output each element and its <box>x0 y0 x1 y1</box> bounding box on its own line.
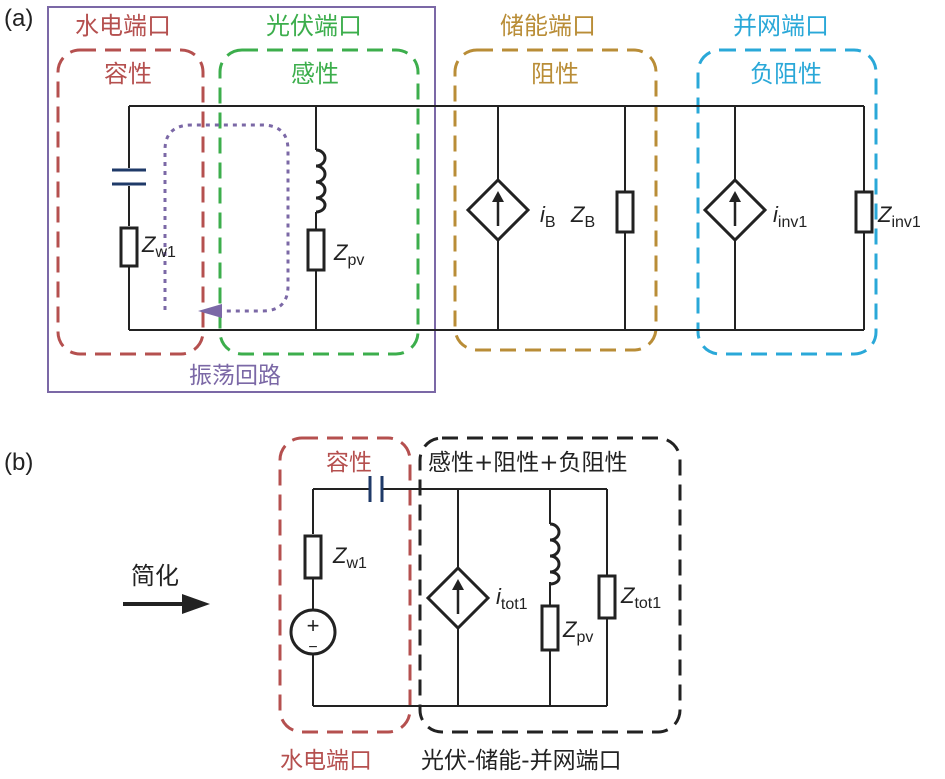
pv-inductor <box>315 148 327 214</box>
hydro-port-nature: 容性 <box>104 60 152 88</box>
panel-a-tag: (a) <box>4 5 33 32</box>
hydro-title-b: 水电端口 <box>280 748 372 774</box>
combined-title-label: 光伏-储能-并网端口 <box>421 748 622 774</box>
ib-label: iB <box>540 202 556 231</box>
oscillation-loop-arrowhead <box>198 304 222 318</box>
zinv1-label: Zinv1 <box>877 202 921 231</box>
grid-port-title: 并网端口 <box>733 12 829 40</box>
panel-b-tag: (b) <box>4 449 33 476</box>
ztot1-label: Ztot1 <box>620 583 661 612</box>
storage-port-nature: 阻性 <box>531 60 579 88</box>
combined-port-box <box>418 436 682 734</box>
zb-label: ZB <box>570 202 595 231</box>
zw1-resistor-b <box>303 534 323 580</box>
hydro-nature-b: 容性 <box>326 450 372 476</box>
zpv-resistor-b <box>540 604 560 652</box>
zpv-label: Zpv <box>333 240 364 269</box>
itot1-label: itot1 <box>496 584 528 613</box>
zpv-label-b: Zpv <box>562 617 593 646</box>
oscillation-loop-path <box>163 123 290 313</box>
pv-inductor-b <box>549 522 561 586</box>
ztot1-resistor <box>597 574 617 620</box>
pv-port-title: 光伏端口 <box>266 12 362 40</box>
zw1-label: Zw1 <box>141 232 176 261</box>
source-minus-sign: − <box>308 639 317 656</box>
zb-resistor <box>615 190 635 234</box>
storage-port-title: 储能端口 <box>500 12 596 40</box>
oscillation-loop-frame <box>47 6 436 393</box>
panel-b-wiring <box>312 488 608 707</box>
iinv1-label: iinv1 <box>773 202 807 231</box>
source-plus-sign: + <box>307 613 320 638</box>
hydro-port-title: 水电端口 <box>75 12 171 40</box>
tot-current-source <box>425 565 491 631</box>
pv-port-nature: 感性 <box>291 60 339 88</box>
zinv1-resistor <box>854 190 874 234</box>
storage-port-box <box>453 48 658 352</box>
zpv-resistor <box>306 228 326 272</box>
grid-port-nature: 负阻性 <box>750 60 822 88</box>
storage-current-source <box>465 177 531 243</box>
grid-current-source <box>702 177 768 243</box>
oscillation-loop-label: 振荡回路 <box>189 363 281 389</box>
pv-port-box <box>218 48 420 356</box>
hydro-voltage-source: + − <box>289 608 337 656</box>
simplify-label: 简化 <box>131 562 179 590</box>
hydro-port-box <box>56 48 205 356</box>
hydro-port-box-b <box>278 436 412 734</box>
grid-port-box <box>696 48 878 356</box>
hydro-capacitor-b <box>368 476 384 502</box>
simplify-arrow-head <box>182 594 210 614</box>
combined-nature-label: 感性+阻性+负阻性 <box>428 450 628 476</box>
zw1-label-b: Zw1 <box>332 543 367 572</box>
zw1-resistor <box>119 226 139 268</box>
panel-a-wiring <box>128 105 865 331</box>
hydro-capacitor <box>112 168 146 186</box>
